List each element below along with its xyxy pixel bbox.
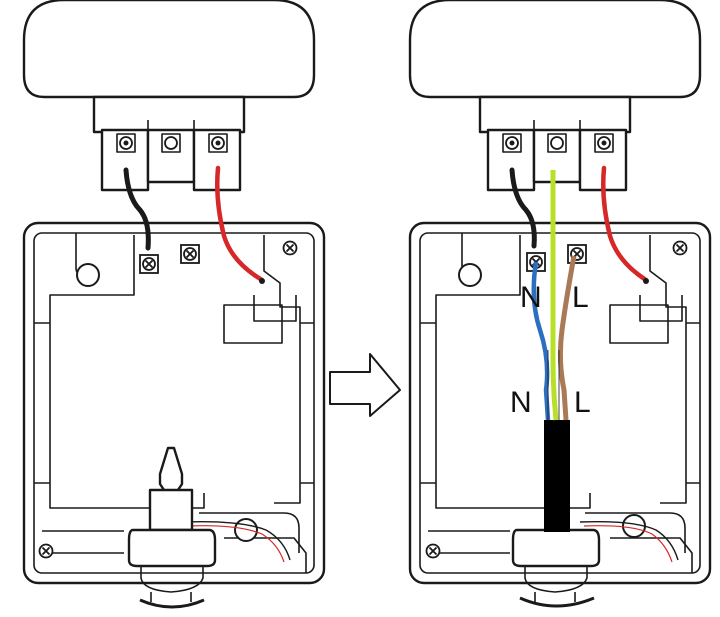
terminal-label-n: N (520, 281, 542, 314)
terminal-label-l: L (572, 281, 589, 314)
cable-sheath (544, 420, 570, 532)
socket-before (22, 0, 326, 609)
cable-label-l: L (574, 386, 591, 419)
cable-label-n: N (510, 386, 532, 419)
blue-wire (531, 261, 551, 421)
red-wire (601, 165, 649, 283)
mounting-hole-icon (458, 263, 482, 287)
socket-after: N L N L (408, 0, 712, 608)
black-wire (509, 167, 537, 249)
mounting-hole-icon (76, 263, 100, 287)
black-wire (123, 167, 151, 251)
cable-gland-right (511, 528, 601, 604)
screw-icon (425, 543, 441, 559)
red-wire (215, 165, 265, 283)
screw-icon (672, 240, 688, 256)
mounting-hole-icon (234, 518, 258, 542)
screw-icon (38, 543, 54, 559)
brown-wire (557, 255, 577, 421)
screw-icon (282, 240, 298, 256)
socket-lid-right (408, 0, 702, 192)
socket-lid-left (22, 0, 316, 192)
screw-icon (139, 254, 159, 274)
cable-gland-left (127, 528, 217, 604)
screw-icon (180, 244, 200, 264)
cable-clamp (148, 488, 194, 532)
arrow-right-icon (329, 353, 401, 417)
earth-wire (550, 170, 559, 421)
